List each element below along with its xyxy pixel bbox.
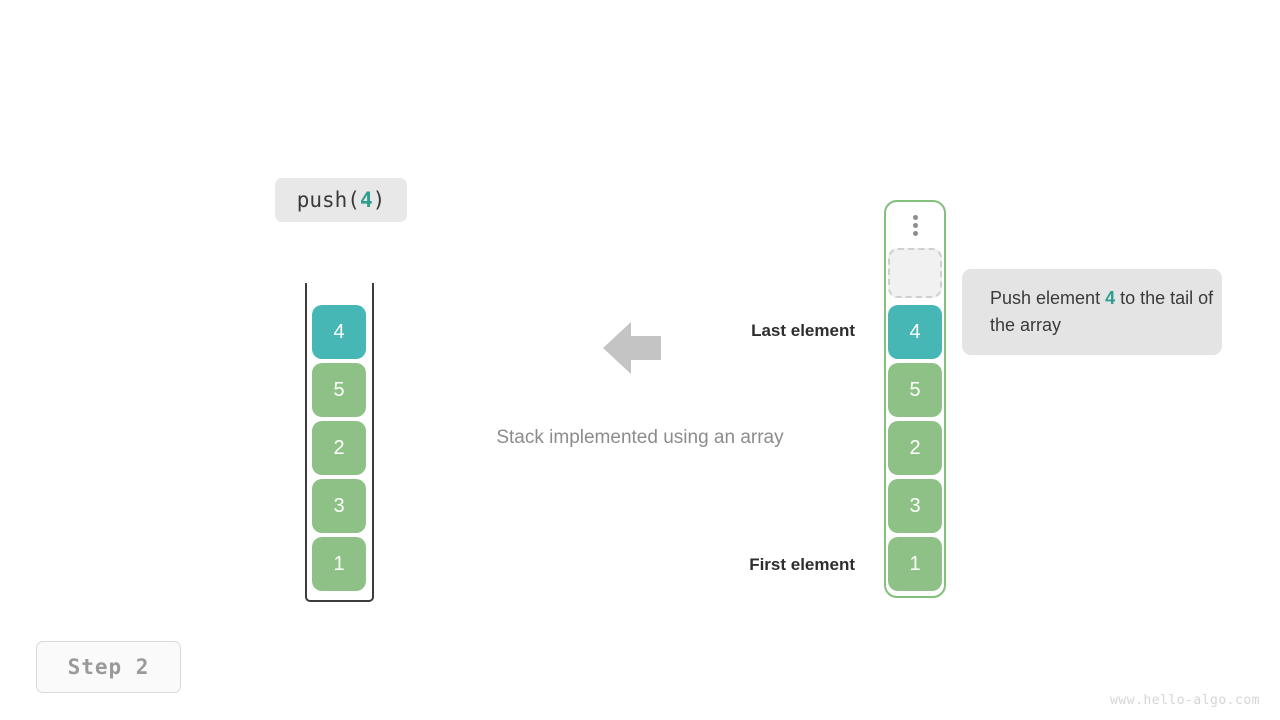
stack-cells: 4 5 2 3 1	[312, 305, 366, 591]
array-empty-slot	[888, 248, 942, 298]
stack-cell: 5	[312, 363, 366, 417]
diagram-caption: Stack implemented using an array	[496, 427, 784, 448]
stack-cell: 4	[312, 305, 366, 359]
array-cell: 5	[888, 363, 942, 417]
push-operation-prefix: push(	[296, 188, 360, 212]
last-element-label: Last element	[751, 321, 855, 340]
stack-cell: 1	[312, 537, 366, 591]
push-operation-value: 4	[359, 188, 373, 212]
left-arrow-icon	[603, 320, 661, 376]
push-operation-label: push(4)	[275, 178, 407, 222]
tooltip-text-before: Push element	[990, 288, 1106, 308]
array-cell: 3	[888, 479, 942, 533]
array-cells: 4 5 2 3 1	[888, 305, 942, 591]
tooltip-value: 4	[1105, 288, 1116, 308]
watermark: www.hello-algo.com	[1110, 693, 1260, 708]
stack-cell: 3	[312, 479, 366, 533]
ellipsis-dot	[912, 230, 918, 236]
push-operation-suffix: )	[372, 188, 386, 212]
vertical-ellipsis-icon	[884, 211, 946, 239]
tooltip-text-after: to the tail of the array	[990, 288, 1214, 335]
array-cell: 1	[888, 537, 942, 591]
stack-cell: 2	[312, 421, 366, 475]
ellipsis-dot	[912, 214, 918, 220]
stack-container	[305, 283, 374, 602]
array-cell: 4	[888, 305, 942, 359]
ellipsis-dot	[912, 222, 918, 228]
explanation-tooltip: Push element 4 to the tail of the array	[962, 269, 1222, 355]
array-cell: 2	[888, 421, 942, 475]
step-badge: Step 2	[36, 641, 181, 693]
first-element-label: First element	[749, 555, 855, 574]
